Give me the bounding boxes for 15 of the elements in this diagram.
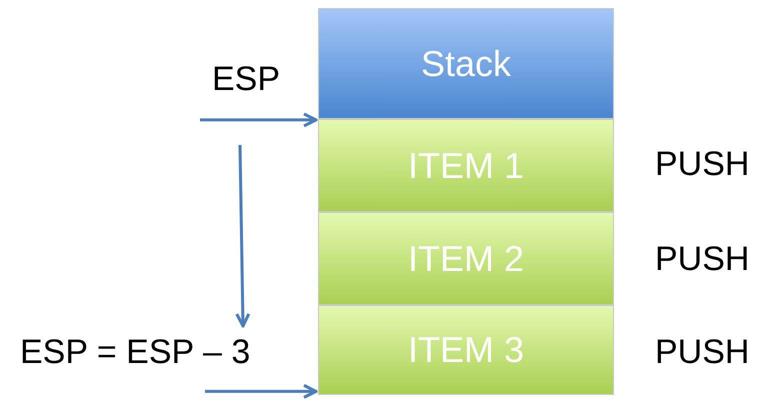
box-label: ITEM 1 xyxy=(408,144,524,186)
arrow xyxy=(200,112,318,128)
operation-label: PUSH xyxy=(655,333,750,372)
register-label: ESP xyxy=(212,60,280,99)
operation-label: PUSH xyxy=(655,240,750,279)
box-label: ITEM 3 xyxy=(408,329,524,371)
stack-item-box xyxy=(318,119,614,212)
operation-label: PUSH xyxy=(655,145,750,184)
box-label: Stack xyxy=(420,42,512,84)
stack-item-box xyxy=(318,212,614,305)
box-label: ITEM 2 xyxy=(408,238,524,280)
stack-item-box xyxy=(318,305,614,395)
stack-header-box xyxy=(318,8,614,119)
register-label: ESP = ESP – 3 xyxy=(20,333,250,372)
arrow xyxy=(205,384,318,399)
